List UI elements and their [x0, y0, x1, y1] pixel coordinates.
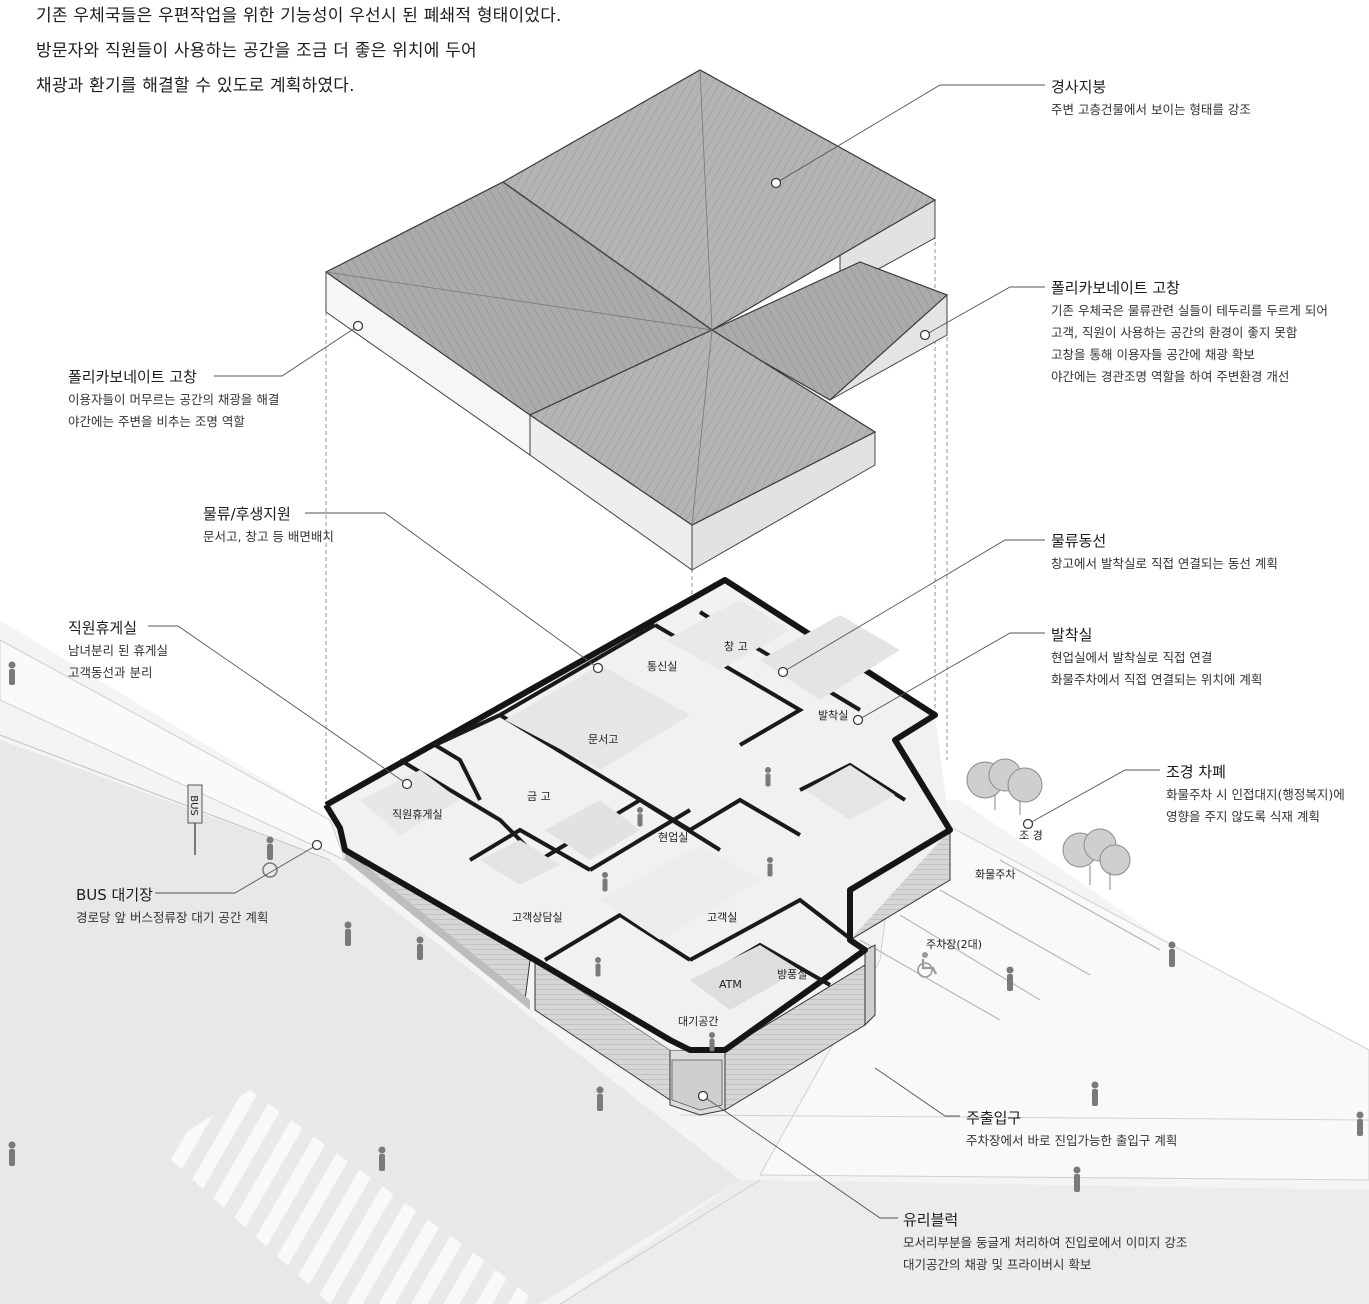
- room-label-consult: 고객상담실: [512, 911, 563, 924]
- room-label-warehouse: 창 고: [724, 640, 748, 653]
- annotation-landscape: 조경 차폐 화물주차 시 인접대지(행정복지)에 영향을 주지 않도록 식재 계…: [1166, 763, 1345, 824]
- bus-sign-icon: [187, 784, 203, 855]
- room-label-atm: ATM: [719, 978, 742, 991]
- intro-line-2: 방문자와 직원들이 사용하는 공간을 조금 더 좋은 위치에 두어: [36, 41, 477, 61]
- room-label-vault: 금 고: [527, 790, 551, 803]
- intro-line-1: 기존 우체국들은 우편작업을 위한 기능성이 우선시 된 폐쇄적 형태이었다.: [36, 6, 562, 26]
- room-label-dispatch: 발착실: [818, 709, 849, 722]
- annotation-clerestory-left: 폴리카보네이트 고창 이용자들이 머무르는 공간의 채광을 해결 야간에는 주변…: [68, 368, 280, 429]
- bus-sign-label: BUS: [187, 795, 199, 816]
- person-icon: [8, 661, 1364, 1192]
- room-label-work: 현업실: [658, 831, 689, 844]
- room-label-archive: 문서고: [588, 733, 619, 746]
- annotation-clerestory-right: 폴리카보네이트 고창 기존 우체국은 물류관련 실들이 테두리를 두르게 되어 …: [1051, 279, 1328, 384]
- annotation-logistics-support: 물류/후생지원 문서고, 창고 등 배면배치: [203, 505, 334, 544]
- room-label-windbreak: 방풍실: [777, 968, 808, 981]
- annotation-glass-block: 유리블럭 모서리부분을 둥글게 처리하여 진입로에서 이미지 강조 대기공간의 …: [903, 1211, 1188, 1272]
- label-cargo-parking: 화물주차: [975, 868, 1016, 881]
- leader-dot-icon: [311, 177, 1034, 1102]
- room-label-customer: 고객실: [707, 911, 738, 924]
- annotation-entrance: 주출입구 주차장에서 바로 진입가능한 출입구 계획: [966, 1109, 1178, 1148]
- parking-lot: [859, 859, 1161, 1021]
- accessible-parking-icon: [917, 952, 937, 978]
- intro-line-3: 채광과 환기를 해결할 수 있도로 계획하였다.: [36, 76, 355, 96]
- annotation-logistics-flow: 물류동선 창고에서 발착실로 직접 연결되는 동선 계획: [1051, 532, 1278, 571]
- room-label-landscape: 조 경: [1019, 829, 1043, 842]
- annotation-roof: 경사지붕 주변 고층건물에서 보이는 형태를 강조: [1051, 78, 1251, 117]
- leader-lines: [148, 84, 1160, 1219]
- annotation-staff-lounge: 직원휴게실 남녀분리 된 휴게실 고객동선과 분리: [68, 619, 168, 680]
- room-label-waiting: 대기공간: [678, 1015, 719, 1028]
- room-label-lounge: 직원휴게실: [392, 808, 443, 821]
- roof-model: [324, 69, 949, 571]
- annotation-bus: BUS 대기장 경로당 앞 버스정류장 대기 공간 계획: [76, 886, 269, 925]
- tree-icon: [966, 758, 1131, 890]
- room-label-comm: 통신실: [647, 660, 678, 673]
- label-parking: 주차장(2대): [926, 938, 983, 951]
- annotation-dispatch: 발착실 현업실에서 발착실로 직접 연결 화물주차에서 직접 연결되는 위치에 …: [1051, 626, 1263, 687]
